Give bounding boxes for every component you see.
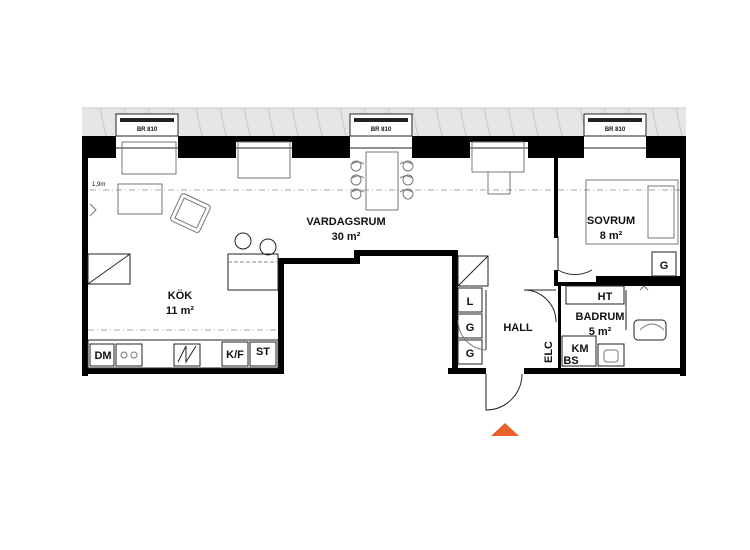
fridge-freezer-label: K/F	[226, 349, 244, 361]
ceiling-height-label: 1,9m	[92, 182, 105, 188]
dishwasher-label: DM	[94, 350, 111, 362]
washing-machine-label: KM	[571, 343, 588, 355]
sovrum-area: 8 m²	[600, 230, 623, 242]
heated-towel-label: HT	[598, 291, 613, 303]
walls	[82, 136, 686, 376]
vardagsrum-area: 30 m²	[332, 231, 361, 243]
stove-label: ST	[256, 346, 270, 358]
badrum-name: BADRUM	[576, 311, 625, 323]
roof-window-3: BR 810	[583, 113, 647, 137]
sovrum-name: SOVRUM	[587, 215, 635, 227]
bedroom-fixtures: G	[585, 179, 679, 277]
vardagsrum-name: VARDAGSRUM	[306, 216, 385, 228]
living-room-furniture	[117, 141, 525, 256]
room-labels: VARDAGSRUM 30 m² KÖK 11 m² SOVRUM 8 m² B…	[166, 215, 635, 338]
bathroom-fixtures: HT KM BS	[561, 285, 667, 367]
window-label-3: BR 810	[605, 127, 626, 133]
kitchen-fixtures: DM K/F ST	[87, 253, 279, 369]
hall-g2-label: G	[466, 348, 475, 360]
elc-label: ELC	[543, 341, 555, 363]
roof-window-2: BR 810	[349, 113, 413, 137]
hall-fixtures: L G G ELC	[457, 236, 593, 411]
hall-name: HALL	[503, 322, 533, 334]
kok-name: KÖK	[168, 289, 193, 302]
entrance-arrow-icon	[491, 423, 519, 436]
window-label-1: BR 810	[137, 127, 158, 133]
hall-l-label: L	[467, 296, 474, 308]
roof-window-1: BR 810	[115, 113, 179, 137]
dryer-label: BS	[563, 355, 578, 367]
kok-area: 11 m²	[166, 305, 194, 317]
hall-g1-label: G	[466, 322, 475, 334]
badrum-area: 5 m²	[589, 326, 612, 338]
window-label-2: BR 810	[371, 127, 392, 133]
bedroom-g-label: G	[660, 260, 669, 272]
